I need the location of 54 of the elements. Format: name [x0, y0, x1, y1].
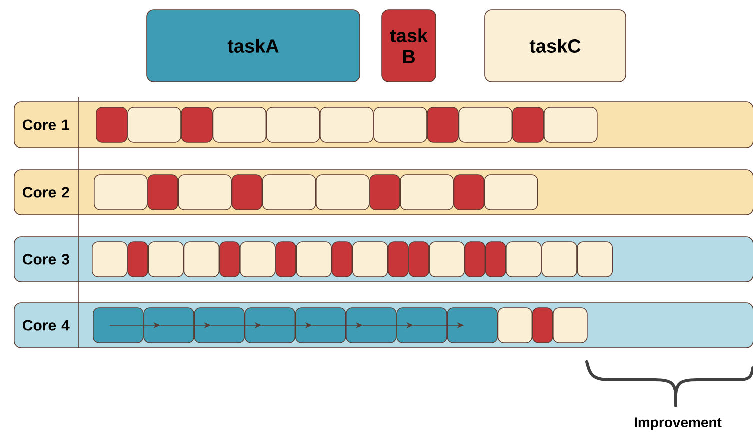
task-block: [240, 242, 276, 278]
brace-label: Improvement: [635, 418, 722, 430]
task-block: [184, 242, 220, 278]
task-box: task B: [382, 10, 436, 82]
task-block: [128, 242, 148, 278]
task-block: [506, 242, 542, 278]
task-block: [92, 242, 128, 278]
task-block: [212, 107, 267, 143]
task-block: [485, 242, 506, 278]
task-block: [178, 174, 232, 210]
task-block: [484, 174, 538, 210]
task-block: [458, 107, 513, 143]
task-block: [148, 242, 184, 278]
task-block: [370, 174, 400, 210]
task-block: [232, 174, 263, 210]
task-block: [388, 242, 409, 278]
task-block: [295, 308, 346, 344]
task-block: [429, 242, 465, 278]
task-block: [194, 308, 245, 344]
task-block: [346, 308, 397, 344]
task-block: [396, 308, 448, 344]
task-block: [544, 107, 598, 143]
task-block: [316, 174, 370, 210]
task-block: [266, 107, 320, 143]
task-block: [144, 308, 194, 344]
task-box: taskA: [146, 10, 360, 82]
task-block: [408, 242, 430, 278]
task-block: [219, 242, 240, 278]
task-block: [296, 242, 332, 278]
task-block: [374, 107, 428, 143]
task-block: [244, 308, 296, 344]
task-block: [128, 107, 182, 143]
task-block: [181, 107, 213, 143]
task-block: [276, 242, 296, 278]
task-block: [553, 308, 588, 344]
task-block: [262, 174, 316, 210]
task-block: [94, 174, 148, 210]
task-block: [498, 308, 533, 344]
task-block: [400, 174, 454, 210]
task-block: [96, 107, 128, 143]
task-block: [148, 174, 178, 210]
task-block: [532, 308, 554, 344]
task-block: [542, 242, 578, 278]
task-box: taskC: [484, 10, 626, 82]
task-block: [454, 174, 485, 210]
task-block: [464, 242, 486, 278]
task-block: [512, 107, 544, 143]
task-block: [577, 242, 613, 278]
task-block: [332, 242, 353, 278]
task-block: [427, 107, 459, 143]
task-block: [352, 242, 388, 278]
task-block: [320, 107, 374, 143]
task-block: [447, 308, 498, 344]
task-block: [93, 308, 144, 344]
